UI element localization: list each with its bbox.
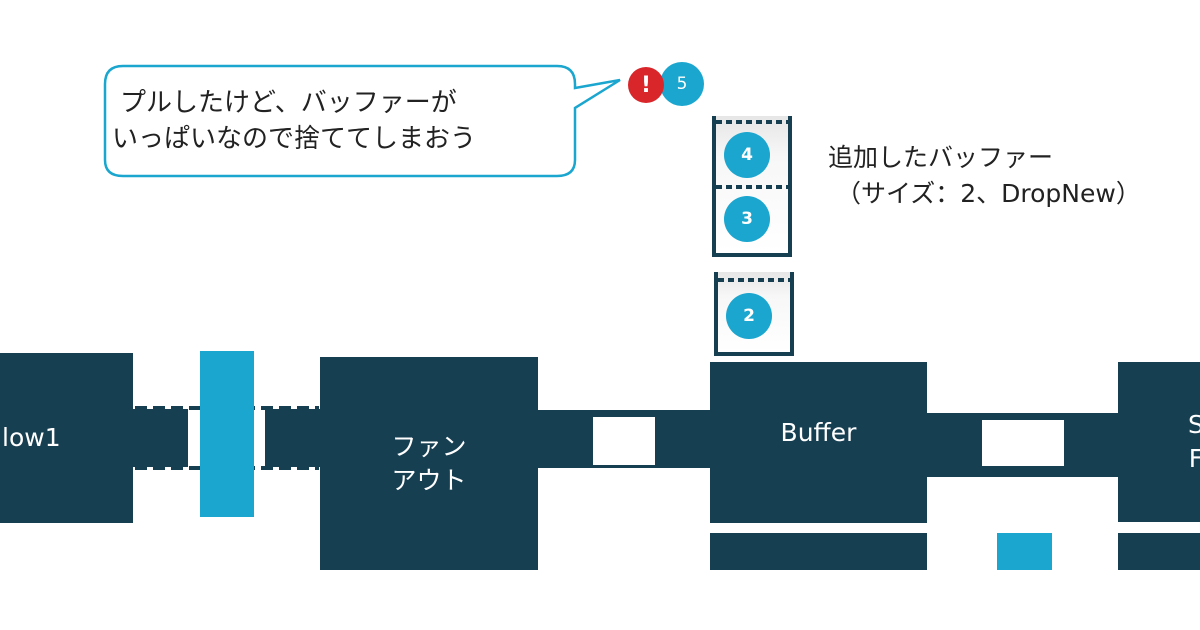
alert-icon: !: [628, 67, 664, 103]
annotation-line1: 追加したバッファー: [828, 143, 1054, 172]
dropped-element-5: 5: [660, 62, 704, 106]
transfer-marker: [200, 351, 254, 517]
speech-bubble: [103, 64, 621, 178]
element-2: 2: [726, 293, 772, 339]
incoming-slot: 2: [714, 272, 794, 356]
right-label-2: F: [1188, 444, 1200, 473]
annotation-line2: （サイズ：2、DropNew）: [836, 179, 1141, 208]
pipe-segment: [265, 409, 320, 467]
bubble-line2: いっぱいなので捨ててしまおう: [112, 124, 477, 154]
empty-slot: [982, 420, 1064, 466]
element-3: 3: [724, 196, 770, 242]
flow-stage: low1: [0, 353, 133, 523]
element-4: 4: [724, 132, 770, 178]
pipe-segment: [133, 409, 188, 467]
lower-strip: [1118, 533, 1200, 570]
fanout-label-2: アウト: [391, 465, 467, 495]
lower-marker: [997, 533, 1052, 570]
bubble-line1: プルしたけど、バッファーが: [120, 88, 457, 118]
buffer-stage: Buffer: [710, 362, 927, 523]
flow-label: low1: [2, 423, 61, 453]
fanout-label-1: ファン: [391, 431, 467, 461]
lower-strip: [710, 533, 927, 570]
buffer-label: Buffer: [780, 418, 857, 447]
empty-slot: [593, 417, 655, 465]
buffer-container: 4 3: [712, 116, 792, 257]
right-label-1: S: [1188, 410, 1200, 440]
fanout-stage: ファンアウト: [320, 357, 538, 570]
